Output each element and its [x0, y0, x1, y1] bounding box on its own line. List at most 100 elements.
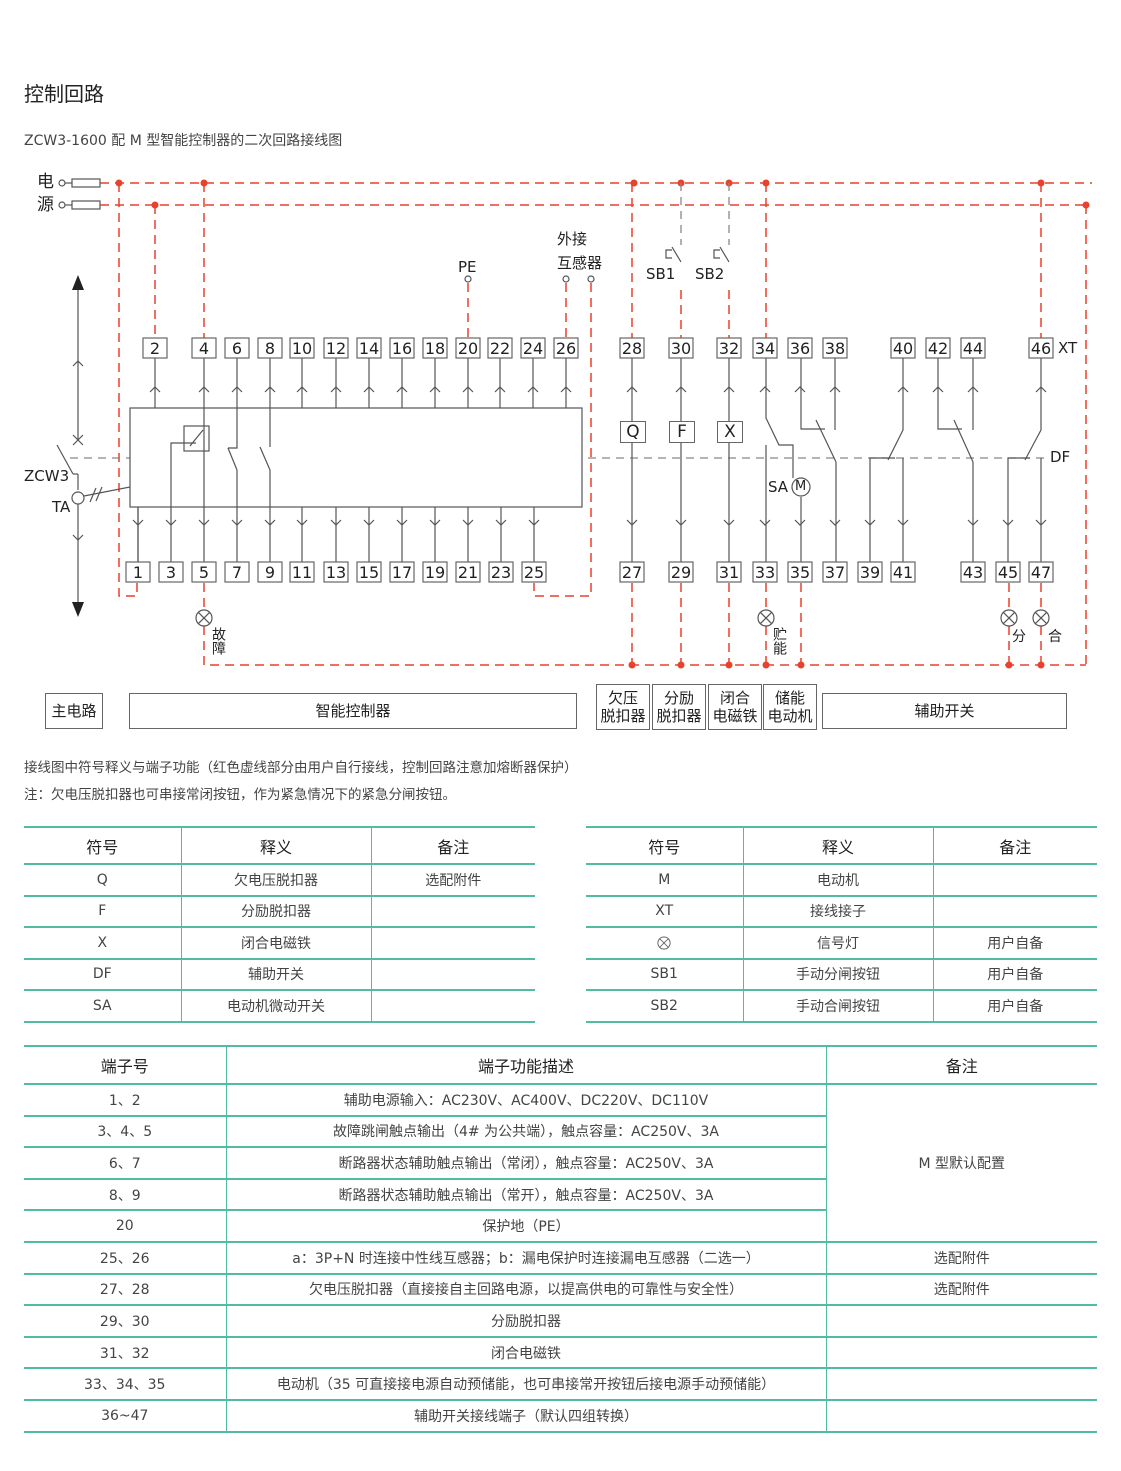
- plug-down-icon: [72, 534, 84, 541]
- terminal-number: 25: [524, 563, 544, 582]
- terminal-number: 2: [150, 339, 160, 358]
- section-label: 脱扣器: [656, 707, 702, 725]
- undervoltage-release-q: Q: [620, 421, 646, 443]
- column-header: 备注: [825, 1046, 1097, 1085]
- push-button-icon: [665, 249, 672, 259]
- terminal-number: 21: [458, 563, 478, 582]
- terminal-number: 24: [523, 339, 543, 358]
- table-cell: [932, 864, 1097, 897]
- terminal-top: 26: [553, 337, 579, 359]
- terminal-bottom: 15: [356, 561, 382, 583]
- terminal-top: 18: [422, 337, 448, 359]
- plug-down-icon: [396, 519, 408, 526]
- pe-label: PE: [458, 258, 477, 276]
- plug-down-icon: [132, 519, 144, 526]
- plug-up-icon: [932, 386, 944, 393]
- terminal-number: 17: [392, 563, 412, 582]
- terminal-bottom: 35: [787, 561, 813, 583]
- terminal-number: 13: [326, 563, 346, 582]
- terminal-bottom: 29: [668, 561, 694, 583]
- table-cell: 20: [24, 1210, 226, 1243]
- table-cell: SA: [24, 990, 181, 1023]
- fuse-icon: [71, 178, 101, 188]
- page-title: 控制回路: [24, 82, 104, 106]
- table-cell: XT: [586, 895, 743, 928]
- plug-down-icon: [296, 519, 308, 526]
- sb2-label: SB2: [695, 265, 725, 283]
- column-header: 端子号: [24, 1046, 226, 1085]
- terminal-number: 40: [893, 339, 913, 358]
- section-label: 电磁铁: [712, 707, 758, 725]
- plug-down-icon: [675, 519, 687, 526]
- terminal-top: 42: [925, 337, 951, 359]
- plug-down-icon: [264, 519, 276, 526]
- terminal-number: 3: [166, 563, 176, 582]
- terminal-bottom: 27: [619, 561, 645, 583]
- table-cell: 29、30: [24, 1305, 226, 1338]
- terminal-bottom: 21: [455, 561, 481, 583]
- table-cell: 断路器状态辅助触点输出（常闭），触点容量：AC250V、3A: [225, 1147, 826, 1180]
- table-cell: 辅助电源输入：AC230V、AC400V、DC220V、DC110V: [225, 1084, 826, 1117]
- terminal-bottom: 5: [191, 561, 217, 583]
- terminal-number: 27: [622, 563, 642, 582]
- terminal-bottom: 13: [323, 561, 349, 583]
- table-cell: [825, 1399, 1097, 1433]
- table-header-row: 符号释义备注: [24, 827, 535, 865]
- terminal-number: 41: [893, 563, 913, 582]
- table-cell: DF: [24, 958, 181, 991]
- table-header-row: 符号释义备注: [586, 827, 1097, 865]
- plug-up-icon: [264, 386, 276, 393]
- table-cell: a：3P+N 时连接中性线互感器；b：漏电保护时连接漏电互感器（二选一）: [225, 1241, 826, 1275]
- fault-lamp-label: 故障: [210, 627, 226, 655]
- terminal-bottom: 37: [822, 561, 848, 583]
- plug-up-icon: [794, 386, 806, 393]
- table-cell: 选配附件: [370, 864, 535, 897]
- terminal-top: 4: [191, 337, 217, 359]
- terminal-number: 9: [265, 563, 275, 582]
- terminal-top: 20: [455, 337, 481, 359]
- terminal-bottom: 39: [857, 561, 883, 583]
- table-cell: [825, 1305, 1097, 1338]
- table-cell: 选配附件: [825, 1273, 1097, 1307]
- sa-label: SA: [768, 478, 789, 496]
- table-cell: 辅助开关: [180, 958, 371, 991]
- terminal-number: 38: [825, 339, 845, 358]
- table-cell: 闭合电磁铁: [225, 1336, 826, 1370]
- plug-down-icon: [462, 519, 474, 526]
- terminal-top: 8: [257, 337, 283, 359]
- plug-down-icon: [363, 519, 375, 526]
- table-cell: 25、26: [24, 1241, 226, 1275]
- column-header: 端子功能描述: [225, 1046, 826, 1085]
- user-wiring: [100, 182, 1092, 666]
- plug-down-icon: [429, 519, 441, 526]
- plug-up-icon: [675, 386, 687, 393]
- fuse-icon: [71, 200, 101, 210]
- terminal-top: 6: [224, 337, 250, 359]
- signal-lamp-icon: [757, 609, 775, 627]
- section-label: 闭合: [719, 689, 750, 707]
- sb1-label: SB1: [646, 265, 676, 283]
- table-cell: 分励脱扣器: [225, 1305, 826, 1338]
- plug-up-icon: [967, 386, 979, 393]
- terminal-bottom: 41: [890, 561, 916, 583]
- table-cell: F: [24, 895, 181, 928]
- plug-up-icon: [897, 386, 909, 393]
- plug-up-icon: [723, 386, 735, 393]
- table-cell: 保护地（PE）: [225, 1210, 826, 1243]
- terminal-number: 35: [790, 563, 810, 582]
- terminal-number: 12: [326, 339, 346, 358]
- terminal-top: 14: [356, 337, 382, 359]
- plug-up-icon: [829, 386, 841, 393]
- plug-up-icon: [296, 386, 308, 393]
- table-cell: 欠电压脱扣器（直接接自主回路电源，以提高供电的可靠性与安全性）: [225, 1273, 826, 1307]
- table-cell: [370, 895, 535, 928]
- plug-up-icon: [560, 386, 572, 393]
- column-header: 符号: [24, 827, 181, 865]
